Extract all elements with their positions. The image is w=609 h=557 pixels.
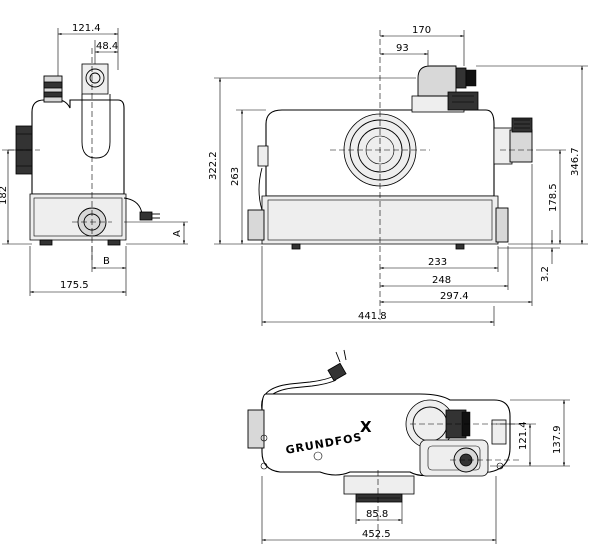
- dim-front-263: 263: [230, 167, 241, 186]
- dim-top-137: 137.9: [552, 425, 563, 454]
- dim-front-93: 93: [396, 43, 409, 54]
- dim-side-b: B: [103, 256, 110, 267]
- dim-front-170: 170: [412, 25, 431, 36]
- dim-front-233: 233: [428, 257, 447, 268]
- dim-side-182: 182: [0, 186, 9, 205]
- dim-top-85: 85.8: [366, 509, 388, 520]
- top-view: GRUNDFOS X 121.4 137.9: [247, 349, 570, 544]
- dim-side-175: 175.5: [60, 280, 89, 291]
- dim-top-121: 121.4: [518, 421, 529, 450]
- dim-side-121: 121.4: [72, 23, 101, 34]
- dim-front-178: 178.5: [548, 183, 559, 212]
- brand-logo-x: X: [360, 418, 372, 436]
- side-view: 121.4 48.4 182 A B 175.5: [0, 23, 188, 296]
- dim-side-a: A: [172, 230, 183, 237]
- dim-front-346: 346.7: [570, 147, 581, 176]
- dim-front-441: 441.8: [358, 311, 387, 322]
- front-view: 170 93 322.2 263 346.7 178.5 3.2 233 2: [208, 25, 588, 326]
- dim-top-452: 452.5: [362, 529, 391, 540]
- dim-front-3: 3.2: [540, 266, 551, 282]
- dim-front-248: 248: [432, 275, 451, 286]
- dim-front-322: 322.2: [208, 151, 219, 180]
- dim-front-297: 297.4: [440, 291, 469, 302]
- dim-side-48: 48.4: [96, 41, 118, 52]
